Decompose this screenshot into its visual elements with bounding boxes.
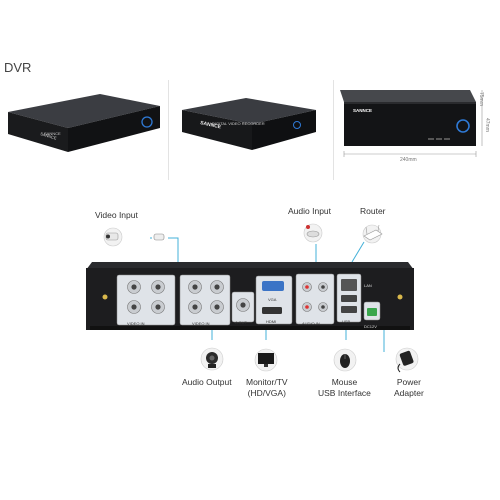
divider [333,80,334,180]
label-power-line1: Power [396,377,421,387]
connector-icon [153,233,165,241]
connector-pin [214,284,220,290]
label-mouse-line1: Mouse [331,377,358,387]
connector-pin [155,284,161,290]
product-gallery: SANNCE SANNCE [8,90,483,157]
audio-in-block [295,273,335,325]
connector-pin [240,302,246,308]
brand-text-3: SANNCE [353,108,373,113]
connector-pin [305,285,309,289]
svg-text:SANNCE: SANNCE [200,120,223,130]
connector-pin [214,304,220,310]
label-video-input: Video Input [95,210,138,220]
label-monitor-line2: (HD/VGA) [247,388,286,398]
vga-port [262,281,284,291]
dvr-front-view-left: SANNCE [8,94,160,152]
connector-pin [192,304,198,310]
connector-pin [131,284,137,290]
router-icon [362,224,383,244]
label-router: Router [360,206,386,216]
mouse-icon [333,348,357,372]
subtitle-text: DIGITAL VIDEO RECORDER [212,121,265,126]
label-audio-input: Audio Input [288,206,332,216]
dvr-front-view-angle: SANNCE [182,98,316,150]
connector-pin [321,305,325,309]
microphone-icon [303,223,323,243]
usb-label: USB [342,319,351,324]
video-in-label-2: VIDEO IN [192,321,210,326]
monitor-icon [254,348,278,372]
video-in-block-1 [116,274,176,326]
camera-icon [103,227,123,247]
dim-width: 240mm [400,157,417,163]
connector-pin [321,285,325,289]
connector-pin [305,305,309,309]
speaker-icon [200,347,224,371]
power-adapter-icon [395,347,419,373]
lan-label: LAN [364,283,372,288]
video-in-label-1: VIDEO IN [127,321,145,326]
brand-text: SANNCE [44,131,61,136]
connector-pin [155,304,161,310]
dvr-dimensions-view [340,90,483,157]
bnc-connectors [127,280,328,314]
divider [168,80,169,180]
label-mouse: Mouse USB Interface [318,377,371,399]
vga-label: VGA [268,297,277,302]
power-label: DC12V [364,324,377,329]
label-audio-output: Audio Output [182,377,232,387]
label-power: Power Adapter [394,377,424,399]
svg-text:SANNCE: SANNCE [40,131,58,140]
label-power-line2: Adapter [394,388,424,398]
hdmi-label: HDMI [266,319,277,324]
label-mouse-line2: USB Interface [318,388,371,398]
connector-pin [131,304,137,310]
label-monitor-line1: Monitor/TV [246,377,288,387]
connector-pin [192,284,198,290]
label-monitor: Monitor/TV (HD/VGA) [246,377,288,399]
audio-out-label: A OUT [235,320,248,325]
audio-in-label: AUDIO IN [302,321,320,326]
hdmi-port [262,307,282,314]
page-title: DVR [4,60,32,75]
